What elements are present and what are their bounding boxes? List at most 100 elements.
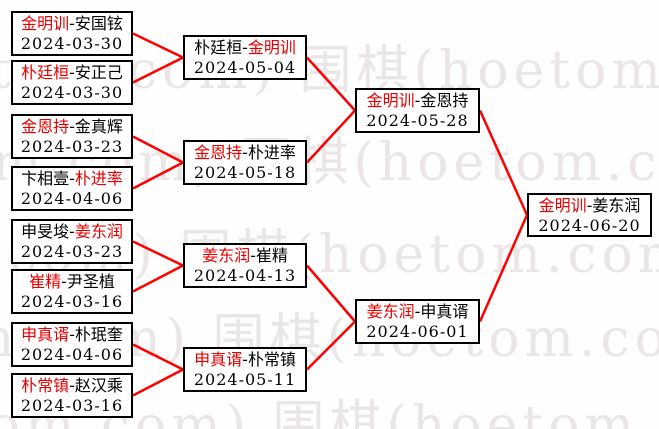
match-players: 崔精-尹圣植 (13, 272, 131, 291)
player-name-2: 朴常镇 (247, 350, 296, 369)
player-name-2: 安国铉 (74, 14, 123, 33)
player-name-1: 申真谞 (194, 350, 243, 369)
player-name-2: 金明训 (247, 38, 296, 57)
match-date: 2024-03-23 (20, 242, 124, 261)
players-separator: - (69, 325, 75, 344)
match-date: 2024-03-16 (20, 396, 124, 415)
player-name-1: 姜东润 (366, 302, 415, 321)
players-separator: - (69, 169, 75, 188)
connector-line (132, 56, 184, 84)
match-players: 金恩持-金真辉 (13, 117, 131, 136)
match-players: 卞相壹-朴进率 (13, 169, 131, 188)
player-name-1: 金恩持 (194, 143, 243, 162)
players-separator: - (69, 376, 75, 395)
player-name-1: 朴廷桓 (194, 38, 243, 57)
player-name-2: 朴进率 (74, 169, 123, 188)
connector-line (306, 320, 356, 371)
players-separator: - (69, 117, 75, 136)
match-players: 申旻埈-姜东润 (13, 222, 131, 241)
match-players: 姜东润-崔精 (185, 246, 305, 265)
players-separator: - (69, 222, 75, 241)
player-name-2: 朴珉奎 (74, 325, 123, 344)
players-separator: - (242, 38, 248, 57)
connector-line (306, 56, 356, 112)
player-name-1: 朴常镇 (21, 376, 70, 395)
player-name-1: 姜东润 (202, 246, 251, 265)
match-players: 朴常镇-赵汉乘 (13, 376, 131, 395)
player-name-2: 安正己 (74, 63, 123, 82)
players-separator: - (414, 91, 421, 110)
match-date: 2024-03-16 (20, 292, 124, 311)
player-name-1: 金明训 (538, 195, 587, 215)
match-players: 申真谞-朴珉奎 (13, 325, 131, 344)
match-players: 金明训-姜东润 (529, 196, 650, 215)
connector-line (132, 264, 184, 293)
players-separator: - (61, 272, 67, 291)
match-players: 金恩持-朴进率 (185, 143, 305, 162)
player-name-1: 朴廷桓 (21, 63, 70, 82)
match-players: 申真谞-朴常镇 (185, 350, 305, 369)
players-separator: - (242, 350, 248, 369)
match-date: 2024-06-20 (538, 215, 641, 235)
connector-line (132, 32, 184, 59)
connector-line (132, 161, 184, 190)
players-separator: - (242, 143, 248, 162)
match-date: 2024-03-30 (20, 83, 124, 102)
players-separator: - (250, 246, 256, 265)
connector-line (306, 109, 356, 164)
player-name-1: 卞相壹 (21, 169, 70, 188)
player-name-2: 崔精 (255, 246, 288, 265)
players-separator: - (414, 302, 421, 321)
player-name-2: 金真辉 (74, 117, 123, 136)
connector-line (132, 135, 184, 164)
connector-line (132, 240, 184, 267)
players-separator: - (586, 195, 593, 215)
player-name-2: 姜东润 (74, 222, 123, 241)
connector-line (132, 343, 184, 371)
match-players: 金明训-安国铉 (13, 14, 131, 33)
match-date: 2024-05-04 (193, 58, 297, 77)
connector-line (478, 109, 529, 216)
player-name-1: 金恩持 (21, 117, 70, 136)
match-date: 2024-05-11 (193, 370, 297, 389)
connector-line (478, 214, 529, 323)
match-date: 2024-05-18 (193, 163, 297, 182)
player-name-1: 金明训 (21, 14, 70, 33)
connector-line (306, 264, 356, 323)
match-date: 2024-05-28 (366, 111, 469, 130)
players-separator: - (69, 63, 75, 82)
match-date: 2024-03-23 (20, 137, 124, 156)
match-players: 姜东润-申真谞 (357, 302, 478, 321)
player-name-1: 申旻埈 (21, 222, 70, 241)
player-name-2: 朴进率 (247, 143, 296, 162)
player-name-2: 金恩持 (420, 91, 469, 110)
connector-line (132, 368, 184, 397)
players-separator: - (69, 14, 75, 33)
match-players: 朴廷桓-金明训 (185, 38, 305, 57)
player-name-2: 姜东润 (592, 195, 641, 215)
match-players: 金明训-金恩持 (357, 91, 478, 110)
player-name-2: 尹圣植 (66, 272, 115, 291)
match-date: 2024-03-30 (20, 34, 124, 53)
player-name-2: 赵汉乘 (74, 376, 123, 395)
match-players: 朴廷桓-安正己 (13, 63, 131, 82)
match-date: 2024-04-06 (20, 189, 124, 208)
